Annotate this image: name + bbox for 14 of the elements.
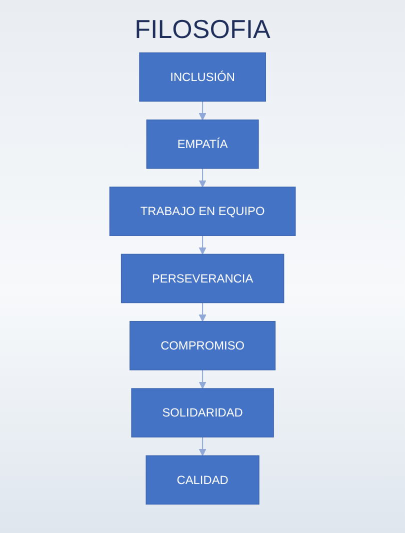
- arrow: [198, 168, 206, 188]
- node-box: PERSEVERANCIA: [120, 254, 284, 304]
- node-box: CALIDAD: [146, 455, 260, 505]
- arrow: [198, 302, 206, 322]
- node-box: TRABAJO EN EQUIPO: [109, 186, 296, 236]
- arrow: [198, 236, 206, 255]
- arrow: [198, 101, 206, 120]
- title: FILOSOFIA: [134, 14, 272, 46]
- arrow: [198, 437, 206, 456]
- node-box: EMPATÍA: [146, 120, 259, 169]
- node-box: SOLIDARIDAD: [131, 388, 274, 438]
- arrow: [198, 370, 206, 389]
- node-box: INCLUSIÓN: [139, 52, 266, 102]
- node-box: COMPROMISO: [129, 320, 276, 370]
